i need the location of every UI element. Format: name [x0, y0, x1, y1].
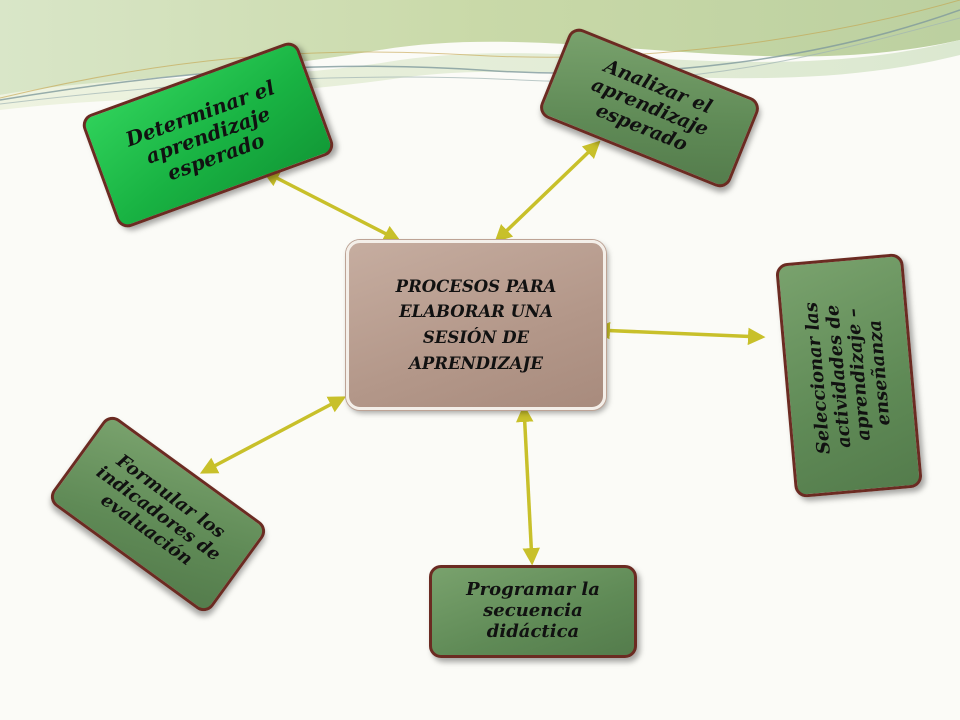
node-seleccionar-label: Seleccionar las actividades de aprendiza… — [800, 301, 895, 456]
node-seleccionar: Seleccionar las actividades de aprendiza… — [775, 252, 923, 499]
arrow-center-seleccionar — [592, 321, 766, 346]
center-node-label: PROCESOS PARA ELABORAR UNA SESIÓN DE APR… — [395, 276, 557, 373]
node-determinar-label: Determinar el aprendizaje esperado — [122, 74, 278, 185]
arrow-center-determinar — [261, 170, 402, 242]
node-programar: Programar la secuencia didáctica — [429, 565, 637, 658]
node-programar-label: Programar la secuencia didáctica — [466, 579, 600, 642]
center-node: PROCESOS PARA ELABORAR UNA SESIÓN DE APR… — [346, 240, 606, 410]
arrow-center-programar — [515, 404, 541, 566]
arrow-center-formular — [199, 396, 347, 474]
arrow-center-analizar — [494, 140, 601, 243]
